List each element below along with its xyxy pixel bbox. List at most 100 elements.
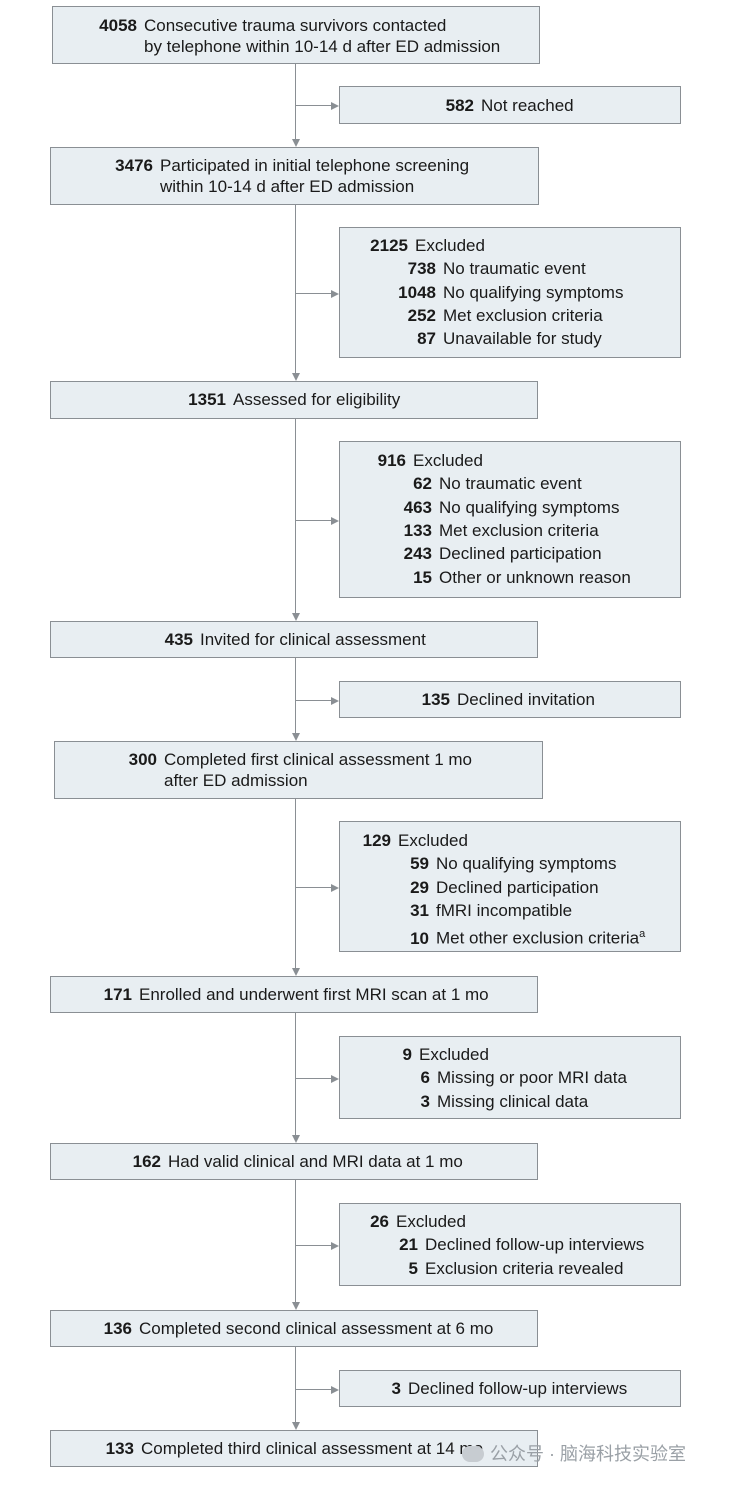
count-value: 1351 [188,390,226,409]
count-value: 129 [362,831,391,850]
arrow-down-icon [291,733,300,741]
label-text: Declined follow-up interviews [408,1379,628,1398]
connector-line [295,1180,296,1302]
count-value: 162 [132,1152,161,1171]
connector-line [295,1078,331,1079]
count-value: 916 [377,451,406,470]
count-value: 4058 [99,16,137,35]
label-text: No qualifying symptoms [436,854,617,874]
label-text: Declined participation [436,877,599,897]
box-line: 916 Excluded [374,450,483,472]
count-value: 9 [402,1045,412,1064]
arrow-down-icon [291,968,300,976]
box-line: by telephone within 10-14 d after ED adm… [91,36,500,58]
count-value: 3476 [115,156,153,175]
arrow-right-icon [331,289,339,298]
box-line: 3 Missing clinical data [416,1091,589,1113]
connector-line [295,799,296,968]
label-text: Excluded [413,451,483,470]
arrow-right-icon [331,696,339,705]
connector-line [295,1389,331,1390]
connector-line [295,293,331,294]
label-text: Declined follow-up interviews [425,1235,645,1255]
connector-line [295,105,331,106]
connector-line [295,419,296,613]
count-value: 738 [407,259,436,279]
count-value: 435 [164,630,193,649]
label-text: after ED admission [164,771,308,790]
count-value: 1048 [398,282,436,302]
box-line: 1048 No qualifying symptoms [396,282,623,304]
label-text: within 10-14 d after ED admission [160,177,415,196]
count-value: 3 [420,1091,430,1111]
connector-line [295,64,296,139]
count-value: 6 [420,1068,430,1088]
count-value: 2125 [370,236,408,255]
arrow-right-icon [331,516,339,525]
count-value: 10 [410,928,429,948]
label-text: Excluded [396,1212,466,1231]
count-value: 135 [421,690,450,709]
label-text: Declined participation [439,544,602,564]
count-value: 171 [103,985,132,1004]
count-value: 136 [103,1319,132,1338]
watermark-text: 公众号 · 脑海科技实验室 [490,1444,686,1464]
box-line: 26 Excluded [367,1211,466,1233]
watermark: 公众号 · 脑海科技实验室 [462,1440,686,1466]
arrow-down-icon [291,1135,300,1143]
connector-line [295,1245,331,1246]
label-text: No qualifying symptoms [439,497,620,517]
count-value: 133 [403,520,432,540]
label-text: Completed first clinical assessment 1 mo [164,750,473,769]
connector-line [295,658,296,733]
count-value: 26 [370,1212,389,1231]
label-text: fMRI incompatible [436,900,573,920]
count-value: 31 [410,900,429,920]
connector-line [295,1347,296,1422]
box-line: 31 fMRI incompatible [397,900,572,922]
arrow-down-icon [291,613,300,621]
arrow-right-icon [331,101,339,110]
label-text: Excluded [419,1045,489,1064]
label-text: Assessed for eligibility [233,390,401,409]
label-text: Missing clinical data [437,1091,589,1111]
label-text: No traumatic event [443,259,586,279]
count-value: 87 [417,329,436,349]
arrow-right-icon [331,1241,339,1250]
label-text: Excluded [415,236,485,255]
arrow-down-icon [291,1302,300,1310]
connector-line [295,205,296,373]
count-value: 582 [445,96,474,115]
count-value: 252 [407,305,436,325]
label-text: Met exclusion criteria [439,520,599,540]
count-value: 15 [413,567,432,587]
connector-line [295,520,331,521]
box-line: 2125 Excluded [368,235,485,257]
arrow-down-icon [291,373,300,381]
label-text: No qualifying symptoms [443,282,624,302]
